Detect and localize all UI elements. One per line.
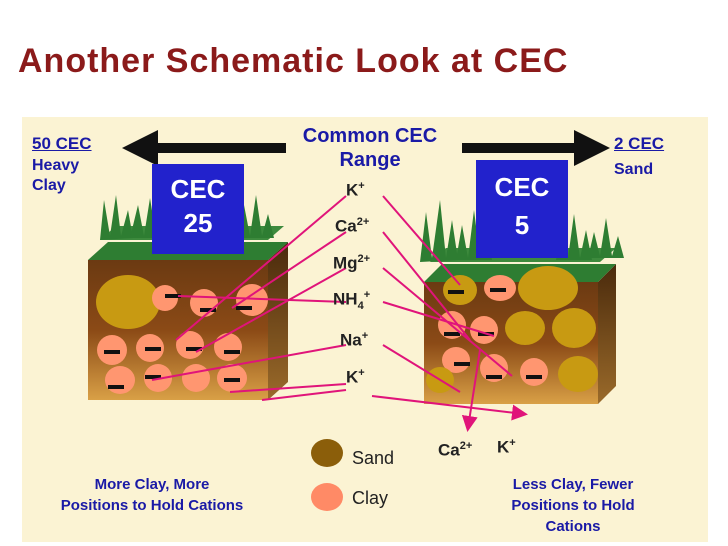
cec-5-label: CEC <box>494 172 550 202</box>
cec-range-line1: Common CEC <box>302 125 438 147</box>
cec-range-label: Common CEC Range <box>280 124 460 172</box>
ion-calcium: Ca2+ <box>335 216 370 236</box>
cation-connectors <box>151 195 528 432</box>
cec-25-box: CEC 25 <box>152 164 244 254</box>
sand-swatch <box>311 439 343 467</box>
left-soil-type-line2: Clay <box>32 177 66 194</box>
right-caption-line1: Less Clay, Fewer <box>512 476 634 493</box>
cec-5-number: 5 <box>514 210 530 240</box>
right-caption-line2: Positions to Hold <box>511 497 635 514</box>
released-calcium: Ca2+ <box>438 440 473 460</box>
ion-sodium: Na+ <box>340 330 369 350</box>
slide-title: Another Schematic Look at CEC <box>18 42 569 80</box>
ion-potassium-top: K+ <box>346 180 365 200</box>
clay-swatch <box>311 483 343 511</box>
cec-5-box: CEC 5 <box>476 160 568 258</box>
left-caption-line1: More Clay, More <box>94 476 210 493</box>
left-soil-type-line1: Heavy <box>32 157 80 174</box>
cec-25-number: 25 <box>183 208 213 238</box>
ion-ammonium: NH4+ <box>333 289 371 313</box>
legend-sand-label: Sand <box>352 448 395 468</box>
released-potassium: K+ <box>497 437 516 457</box>
right-soil-type: Sand <box>614 161 654 178</box>
cec-25-label: CEC <box>170 174 226 204</box>
ion-potassium-bottom: K+ <box>346 367 365 387</box>
right-cec-value: 2 CEC <box>614 134 665 153</box>
cec-range-line2: Range <box>339 149 401 171</box>
right-caption: Less Clay, Fewer Positions to Hold Catio… <box>478 474 668 537</box>
left-soil-type: Heavy Clay <box>32 156 79 196</box>
left-caption-line2: Positions to Hold Cations <box>60 497 244 514</box>
right-caption-line3: Cations <box>545 518 601 535</box>
left-caption: More Clay, More Positions to Hold Cation… <box>22 474 282 516</box>
legend-clay-label: Clay <box>352 488 389 508</box>
ion-magnesium: Mg2+ <box>333 253 371 273</box>
left-cec-value: 50 CEC <box>32 134 92 153</box>
cec-range-arrow <box>122 130 610 166</box>
